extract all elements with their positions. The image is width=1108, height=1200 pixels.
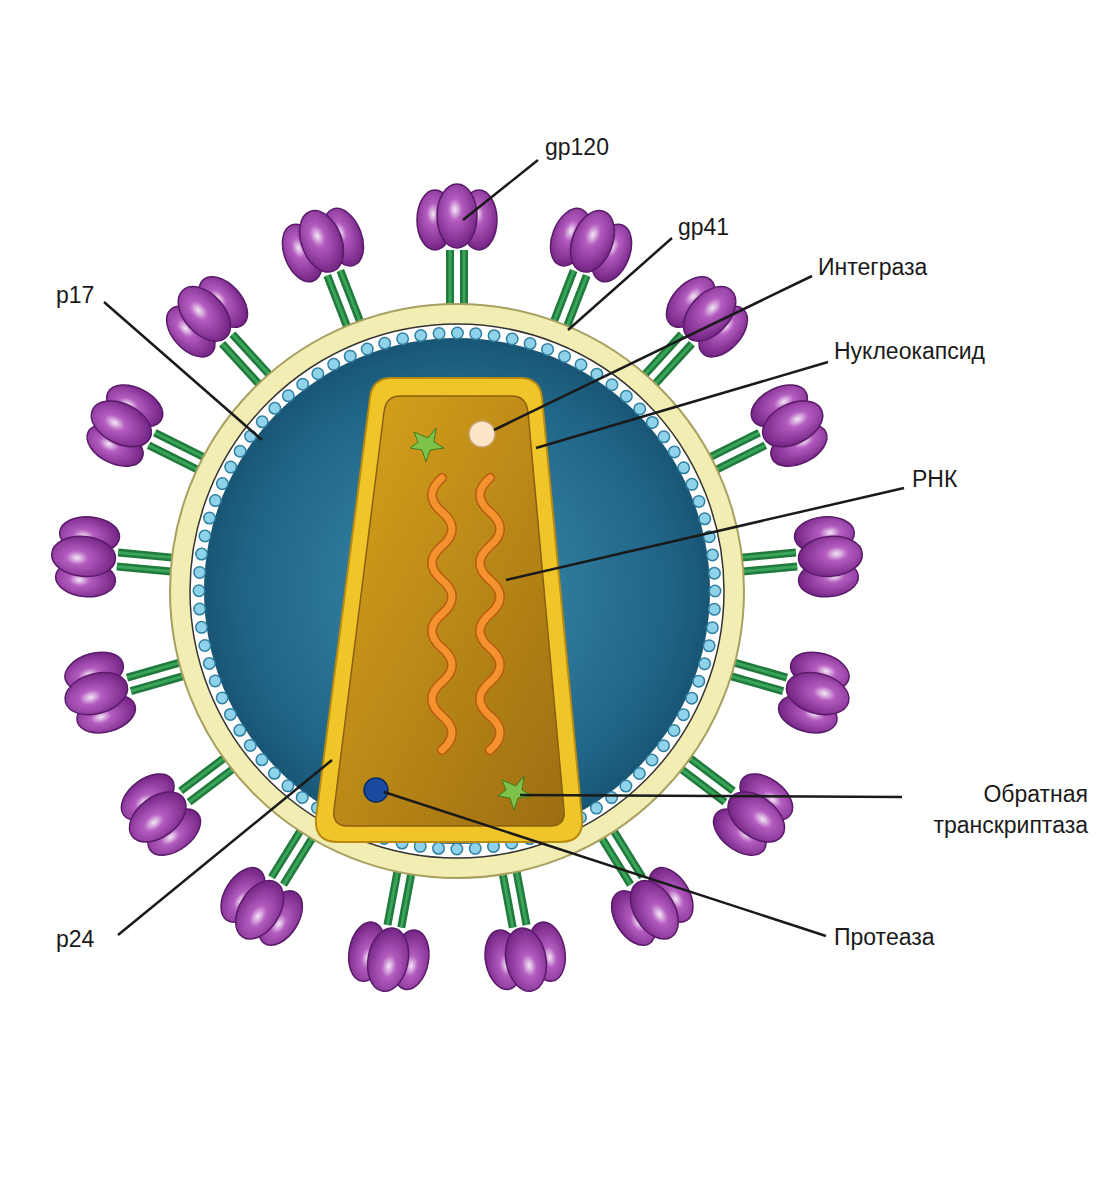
- part-label: gp120: [545, 132, 609, 163]
- part-label: РНК: [912, 464, 957, 495]
- rna-strand-shadow: [480, 478, 500, 750]
- part-label: p24: [56, 924, 94, 955]
- part-label: Протеаза: [834, 922, 935, 953]
- part-label: Нуклеокапсид: [834, 336, 985, 367]
- protease-symbol: [364, 778, 388, 802]
- reverse-transcriptase-symbol: [410, 428, 444, 462]
- envelope-spikes: [48, 184, 866, 998]
- rna-strand: [432, 478, 452, 750]
- rna-strand-shadow: [432, 478, 452, 750]
- part-label: Интеграза: [818, 252, 927, 283]
- capsid-outer: [316, 378, 582, 842]
- inner-membrane: [190, 324, 724, 858]
- capsid-inner: [334, 396, 564, 826]
- matrix-dots-outline: [199, 333, 715, 849]
- lipid-envelope: [170, 304, 744, 878]
- reverse-transcriptase-symbol: [498, 776, 532, 810]
- matrix-dots: [199, 333, 715, 849]
- part-label: gp41: [678, 212, 729, 243]
- part-label: Обратная транскриптаза: [872, 779, 1088, 841]
- part-label: p17: [56, 280, 94, 311]
- matrix-interior: [204, 338, 710, 844]
- leader-lines: [104, 160, 904, 936]
- rna-strand: [480, 478, 500, 750]
- integrase-symbol: [469, 421, 495, 447]
